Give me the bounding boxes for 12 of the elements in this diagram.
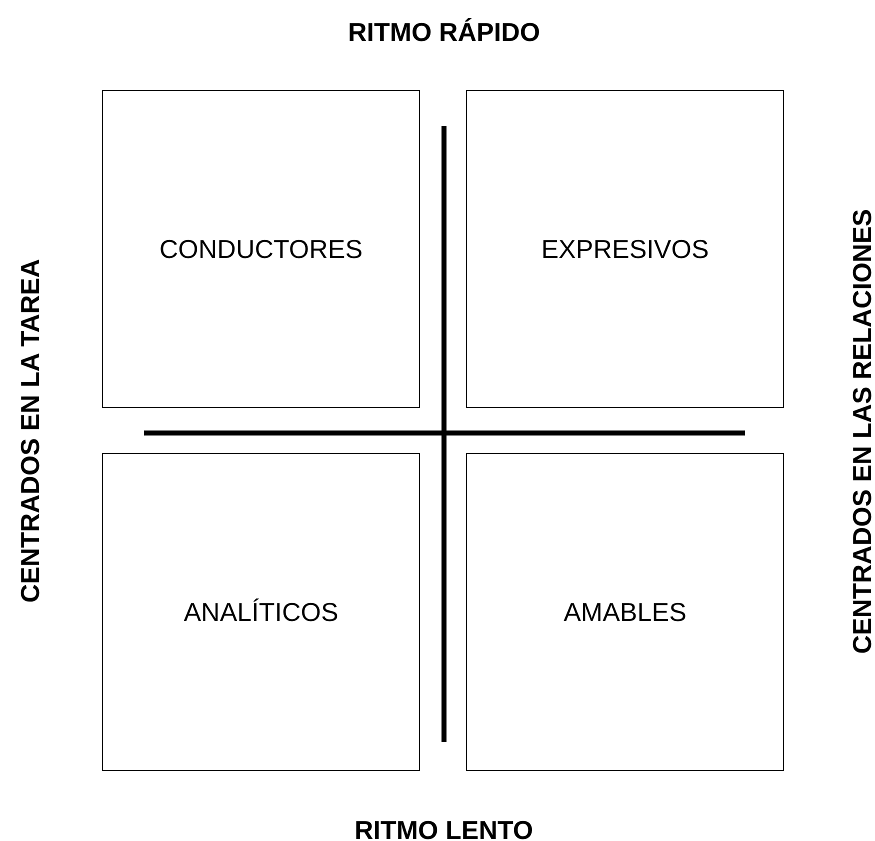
axis-label: RITMO LENTO: [354, 814, 534, 841]
axis-label: CENTRADOS EN LAS RELACIONES: [846, 208, 875, 654]
quadrant-label: EXPRESIVOS: [541, 234, 709, 264]
quadrant-label: CONDUCTORES: [159, 234, 363, 264]
quadrant-box: [102, 90, 420, 408]
quadrant-box: [466, 90, 784, 408]
quadrant-box: [466, 453, 784, 771]
axis-label: CENTRADOS EN LA TAREA: [14, 259, 46, 603]
axis-label: RITMO RÁPIDO: [348, 16, 540, 48]
quadrant-label: ANALÍTICOS: [184, 596, 338, 628]
quadrant-label: AMABLES: [564, 596, 686, 628]
quadrant-box: [102, 453, 420, 771]
